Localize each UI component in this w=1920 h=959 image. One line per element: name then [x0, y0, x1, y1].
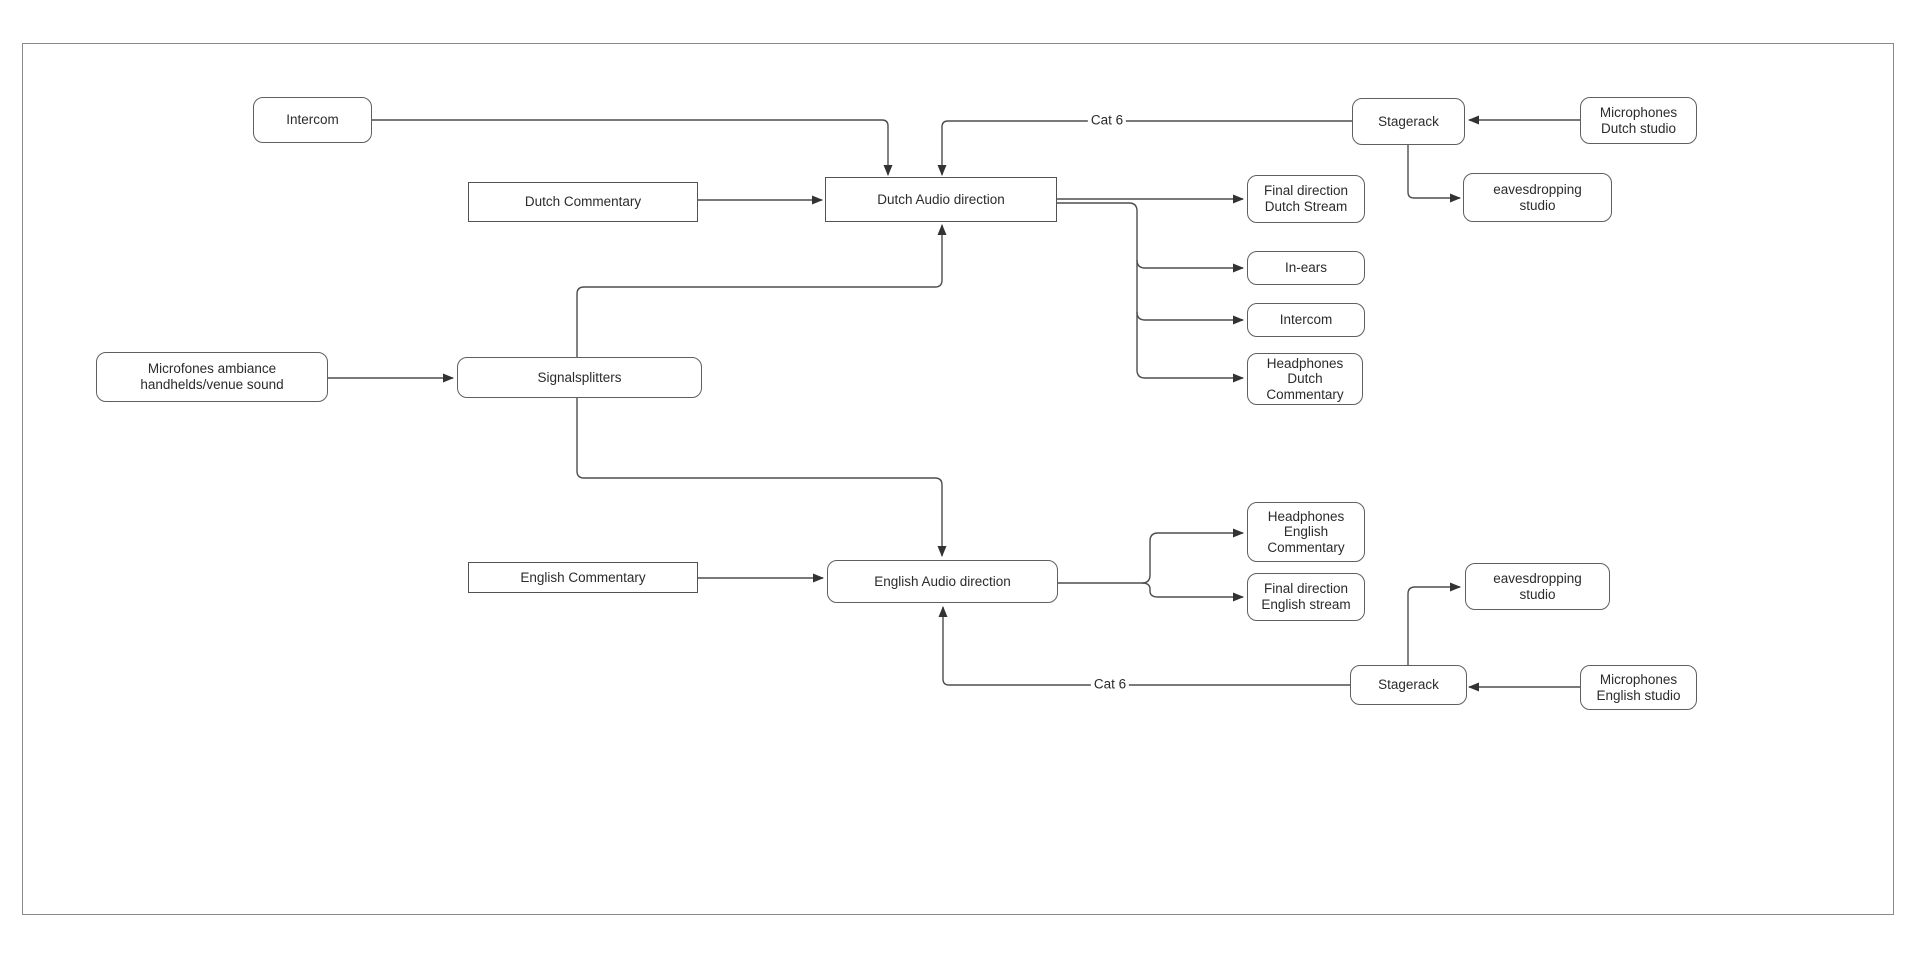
- edge-stagerack-bottom-to-eavesdropping-bottom: [1407, 582, 1461, 665]
- edge-intercom-to-dutch-audio: [372, 119, 893, 176]
- edge-signalsplitters-to-english-audio: [576, 398, 947, 557]
- node-intercom-source: Intercom: [253, 97, 372, 143]
- node-headphones-dutch-commentary: Headphones Dutch Commentary: [1247, 353, 1363, 405]
- node-stagerack-bottom: Stagerack: [1350, 665, 1467, 705]
- node-microphones-english-studio: Microphones English studio: [1580, 665, 1697, 710]
- node-english-audio-direction: English Audio direction: [827, 560, 1058, 603]
- edge-stagerack-top-to-dutch-audio: [937, 120, 1352, 176]
- edge-signalsplitters-to-dutch-audio: [576, 224, 947, 357]
- edge-dutch-audio-to-headphones-dutch: [1136, 312, 1244, 383]
- edge-english-audio-to-final-english: [1141, 582, 1244, 602]
- edge-label-stagerack-top-to-dutch-audio: Cat 6: [1087, 112, 1127, 128]
- node-final-direction-dutch-stream: Final direction Dutch Stream: [1247, 175, 1365, 223]
- node-in-ears: In-ears: [1247, 251, 1365, 285]
- edge-english-audio-to-headphones-english: [1058, 528, 1244, 584]
- edge-stagerack-bottom-to-english-audio: [938, 606, 1350, 686]
- edge-dutch-audio-to-intercom-out: [1136, 260, 1244, 325]
- node-eavesdropping-studio-top: eavesdropping studio: [1463, 173, 1612, 222]
- edge-stagerack-top-to-eavesdropping-top: [1407, 145, 1461, 203]
- edge-label-stagerack-bottom-to-english-audio: Cat 6: [1090, 676, 1130, 692]
- node-microphones-dutch-studio: Microphones Dutch studio: [1580, 97, 1697, 144]
- node-stagerack-top: Stagerack: [1352, 98, 1465, 145]
- page-border: [22, 43, 1894, 915]
- node-dutch-audio-direction: Dutch Audio direction: [825, 177, 1057, 222]
- node-english-commentary: English Commentary: [468, 562, 698, 593]
- node-final-direction-english-stream: Final direction English stream: [1247, 573, 1365, 621]
- node-dutch-commentary: Dutch Commentary: [468, 182, 698, 222]
- node-signalsplitters: Signalsplitters: [457, 357, 702, 398]
- node-headphones-english-commentary: Headphones English Commentary: [1247, 502, 1365, 562]
- node-eavesdropping-studio-bottom: eavesdropping studio: [1465, 563, 1610, 610]
- node-microfones-ambiance: Microfones ambiance handhelds/venue soun…: [96, 352, 328, 402]
- node-intercom-output: Intercom: [1247, 303, 1365, 337]
- edge-dutch-audio-to-in-ears: [1057, 202, 1244, 273]
